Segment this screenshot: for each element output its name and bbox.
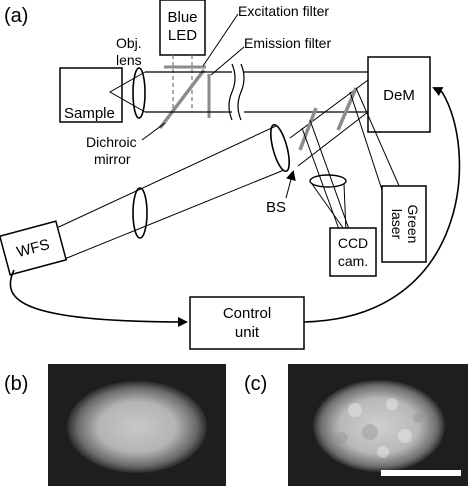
green-laser-box xyxy=(381,185,427,263)
panel-a-label: (a) xyxy=(4,5,28,27)
blue-led-box xyxy=(159,0,206,56)
dichroic-mirror xyxy=(158,68,206,130)
wfs-to-control-arrow xyxy=(9,269,188,327)
ccd-beam-1 xyxy=(309,119,351,233)
bs-pointer xyxy=(285,170,296,199)
blue-led-label-2: LED xyxy=(168,27,197,44)
ccd-lens xyxy=(309,174,347,188)
emission-leader xyxy=(210,46,245,76)
green-laser-label-2: laser xyxy=(389,209,405,240)
beam-break-mark-2 xyxy=(237,63,245,121)
dichroic-label-2: mirror xyxy=(94,151,131,167)
image-c-texture xyxy=(336,398,423,458)
dem-return-beam-bottom xyxy=(297,111,369,167)
bs-lens xyxy=(270,123,290,173)
image-b-cell xyxy=(67,381,207,473)
emission-filter-label: Emission filter xyxy=(244,35,331,51)
dichroic-leader xyxy=(141,122,166,141)
dem-box xyxy=(367,56,431,133)
blue-led-label-1: Blue xyxy=(167,9,197,26)
ccd-beam-2 xyxy=(301,127,341,233)
ccd-label-1: CCD xyxy=(338,235,368,251)
dichroic-label-1: Dichroic xyxy=(86,134,137,150)
image-c-cell xyxy=(313,380,445,472)
ccd-camera-box xyxy=(329,227,377,277)
wfs-box xyxy=(0,220,68,276)
wfs-lens xyxy=(132,187,148,239)
laser-beam-1 xyxy=(349,91,383,191)
bs-label: BS xyxy=(266,199,286,216)
panel-c-label: (c) xyxy=(244,373,267,395)
control-unit-label-2: unit xyxy=(235,324,260,341)
sample-box xyxy=(59,67,123,123)
excitation-filter-label: Excitation filter xyxy=(238,3,329,19)
control-unit-label-1: Control xyxy=(223,305,271,322)
wfs-beam-bottom xyxy=(61,169,285,261)
excitation-leader xyxy=(202,13,239,67)
wfs-beam-top xyxy=(47,125,277,233)
sample-label: Sample xyxy=(64,105,115,122)
dem-label: DeM xyxy=(383,87,415,104)
ccd-focus-2 xyxy=(343,183,347,233)
obj-lens-label-2: lens xyxy=(116,52,142,68)
ccd-label-2: cam. xyxy=(338,253,368,269)
green-laser-label-1: Green xyxy=(405,205,421,244)
control-to-dem-arrow xyxy=(303,87,461,323)
fold-mirror-2 xyxy=(298,107,318,151)
ccd-focus-1 xyxy=(311,183,347,233)
laser-beam-2 xyxy=(355,87,401,189)
fold-mirror-1 xyxy=(336,87,358,131)
obj-lens-label-1: Obj. xyxy=(116,35,142,51)
scale-bar xyxy=(381,470,461,476)
objective-lens xyxy=(132,67,146,119)
beam-break-mark-1 xyxy=(228,63,236,121)
panel-b-label: (b) xyxy=(4,373,28,395)
control-unit-box xyxy=(189,296,305,350)
